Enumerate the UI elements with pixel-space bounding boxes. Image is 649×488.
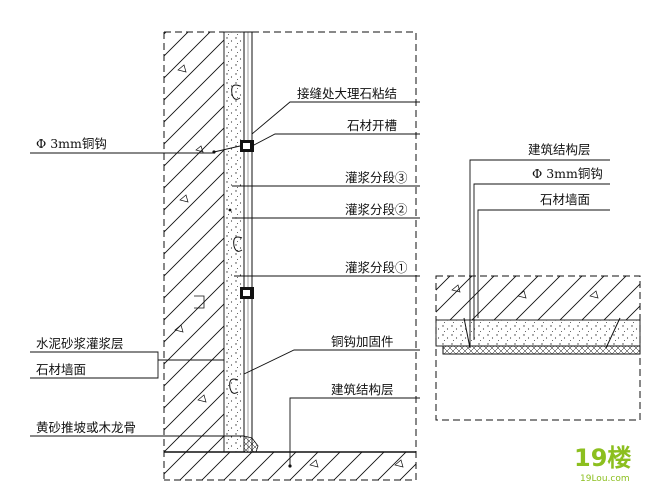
label-grout-stage-3: 灌浆分段③ [345, 170, 408, 185]
label-copper-hook-left: Φ 3mm铜钩 [36, 136, 107, 151]
sand-slope [243, 435, 259, 453]
label-grout-stage-1: 灌浆分段① [345, 260, 408, 275]
label-joint-marble-bond: 接缝处大理石粘结 [297, 86, 397, 101]
label-copper-hook-fixing: 铜钩加固件 [331, 334, 394, 349]
label-stone-wall-face-right: 石材墙面 [540, 192, 590, 207]
label-grout-stage-2: 灌浆分段② [345, 202, 408, 217]
leader-lines-right [469, 159, 610, 348]
structure-outline [163, 31, 417, 481]
label-building-structure-right: 建筑结构层 [528, 142, 591, 157]
right-section [435, 275, 641, 421]
label-building-structure-left: 建筑结构层 [331, 382, 394, 397]
label-stone-slot: 石材开槽 [347, 118, 397, 133]
right-structure-hatch [436, 276, 640, 320]
svg-text:19楼: 19楼 [574, 444, 631, 472]
leader-lines-left [30, 101, 420, 466]
svg-text:19Lou.com: 19Lou.com [580, 474, 630, 484]
watermark-logo: 19楼 19Lou.com [574, 444, 631, 484]
label-stone-wall-face-left: 石材墙面 [36, 362, 86, 377]
structure-wall-hatch [164, 32, 416, 480]
label-sand-slope: 黄砂推坡或木龙骨 [36, 420, 136, 435]
right-stone [442, 345, 641, 355]
left-section [163, 31, 417, 481]
label-cement-mortar-layer: 水泥砂浆灌浆层 [36, 336, 124, 351]
label-copper-hook-right: Φ 3mm铜钩 [532, 166, 603, 181]
